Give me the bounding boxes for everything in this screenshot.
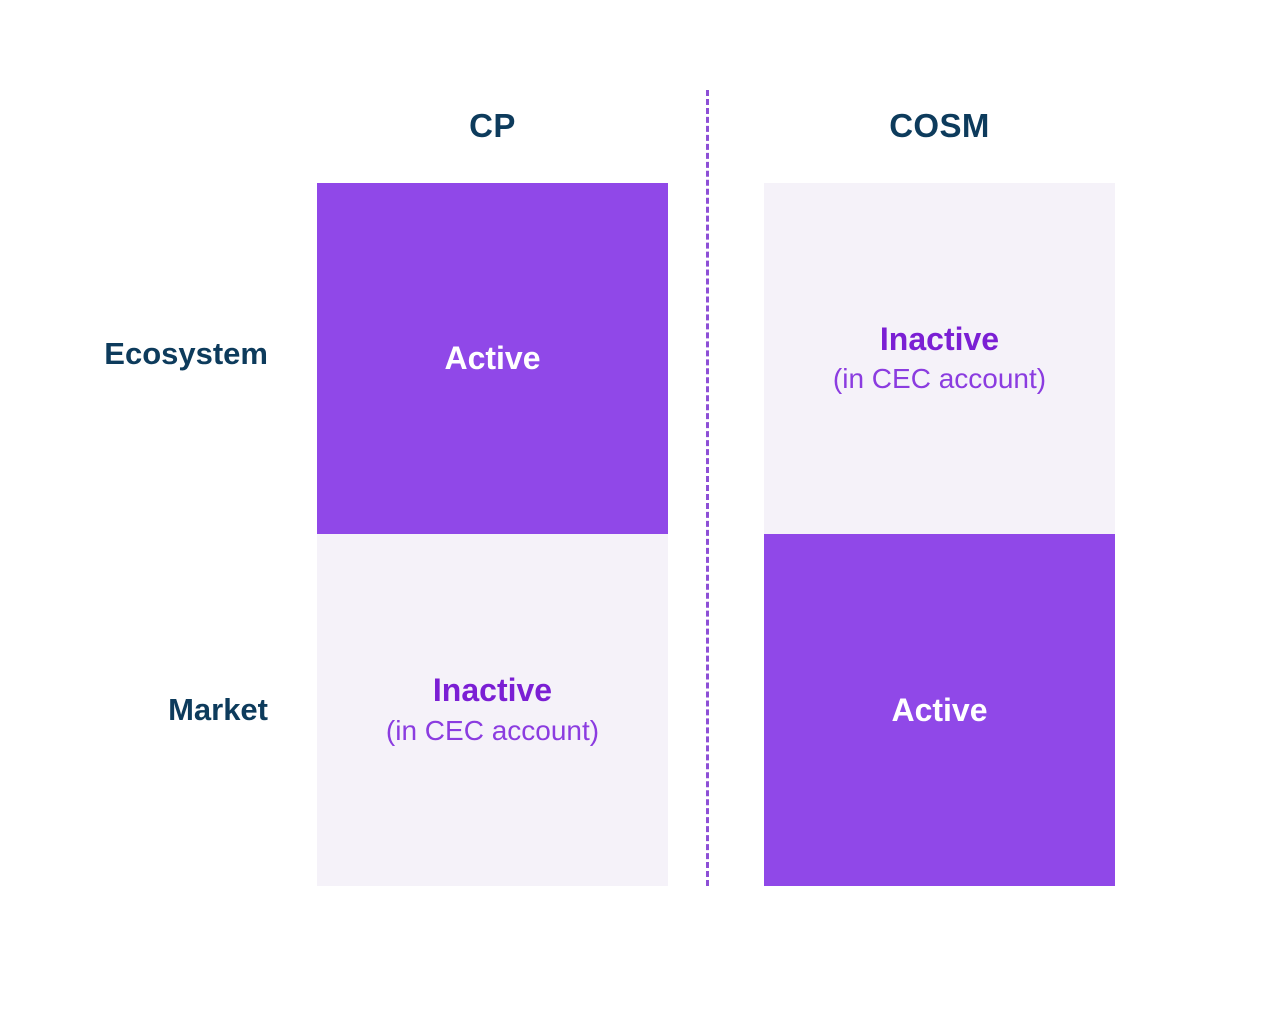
cell-cp-market-subtitle: (in CEC account) [385,714,600,746]
cell-cp-ecosystem-title: Active [444,340,541,377]
row-label-market: Market [168,692,268,727]
cell-cosm-market-title: Active [891,691,988,728]
column-divider [706,90,709,886]
cell-cosm-ecosystem-subtitle: (in CEC account) [832,363,1047,395]
cell-cosm-ecosystem: Inactive (in CEC account) [764,183,1115,534]
cell-cp-ecosystem: Active [317,183,668,534]
column-header-cp: CP [469,107,516,144]
cell-cosm-ecosystem-title: Inactive [879,320,1000,357]
cell-cosm-market: Active [764,534,1115,886]
column-header-cosm: COSM [889,107,990,144]
cell-cp-market-title: Inactive [432,672,553,709]
row-label-ecosystem: Ecosystem [104,336,268,371]
cell-cp-market: Inactive (in CEC account) [317,534,668,886]
